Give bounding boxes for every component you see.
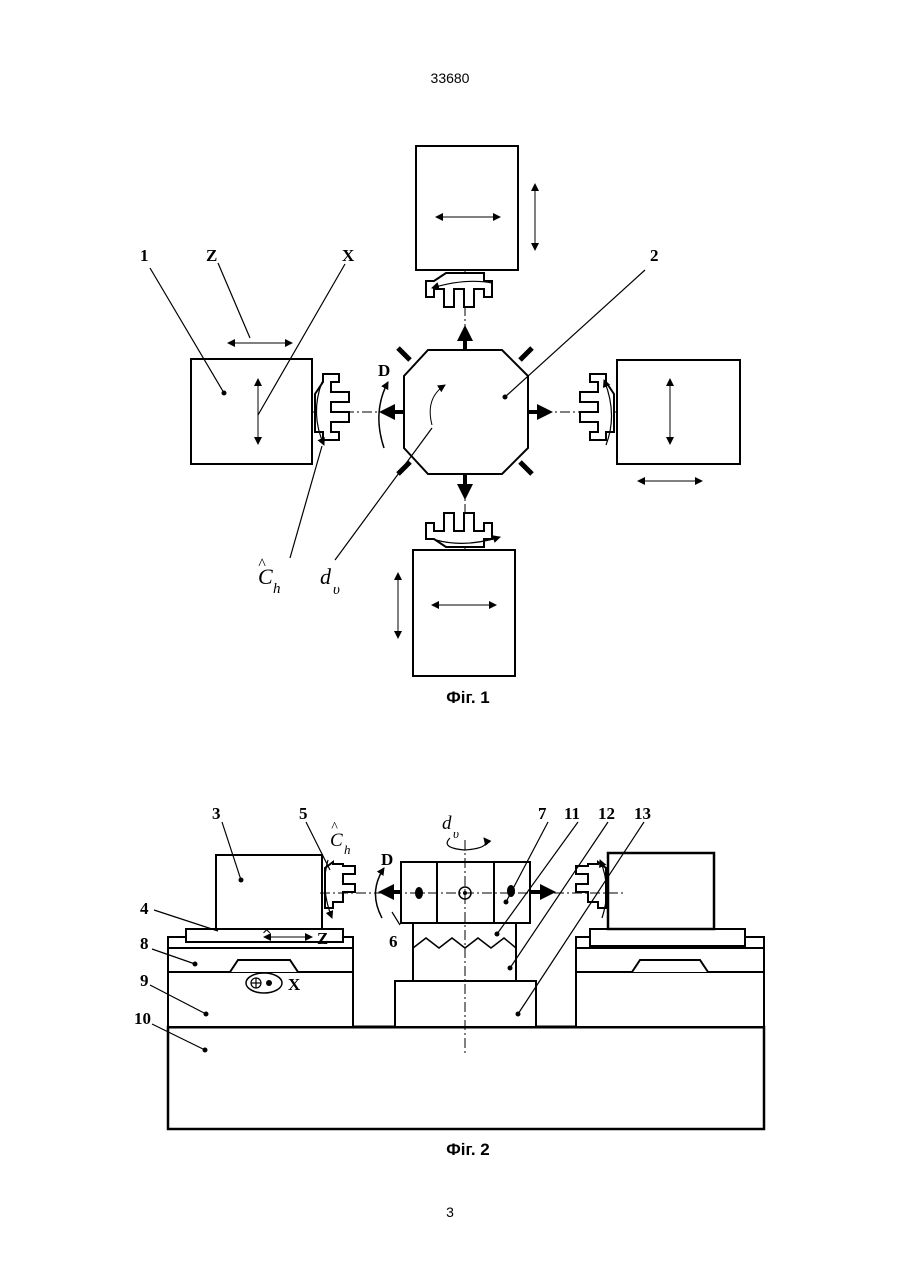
label-d-v: d υ xyxy=(320,564,340,598)
svg-text:υ: υ xyxy=(333,582,340,598)
svg-text:υ: υ xyxy=(453,826,459,841)
fig2-label-10: 10 xyxy=(134,1009,151,1028)
turret-mark-left xyxy=(415,887,423,899)
label-c-h: C ^ h xyxy=(258,556,281,597)
fig2-label-13: 13 xyxy=(634,804,651,823)
figure-2-caption: Фіг. 2 xyxy=(0,1140,900,1160)
figure-1-diagram: D 1 Z xyxy=(0,0,900,720)
fig2-label-3: 3 xyxy=(212,804,221,823)
right-headstock xyxy=(580,360,740,481)
svg-text:d: d xyxy=(442,813,452,834)
fig2-label-c-h: C ^ h xyxy=(330,820,351,857)
label-X: X xyxy=(342,246,355,265)
machine-bed xyxy=(168,1027,764,1129)
svg-text:d: d xyxy=(320,564,332,589)
figure-1-caption: Фіг. 1 xyxy=(0,688,900,708)
svg-text:C: C xyxy=(330,830,343,851)
fig2-rotation-dv-arrow xyxy=(447,838,486,850)
rotation-d-arrow xyxy=(379,382,388,448)
svg-text:h: h xyxy=(344,842,351,857)
fig2-label-5: 5 xyxy=(299,804,308,823)
right-headstock-side xyxy=(576,853,714,929)
turret-mark-right xyxy=(507,885,515,897)
fig2-label-11: 11 xyxy=(564,804,580,823)
fig2-label-6: 6 xyxy=(389,932,398,951)
turret-center-mark xyxy=(459,887,471,899)
left-carriage xyxy=(168,929,353,1027)
fig2-leader-lines xyxy=(150,822,644,1050)
octagonal-turret xyxy=(398,348,532,474)
fig2-label-12: 12 xyxy=(598,804,615,823)
bottom-headstock xyxy=(398,513,515,676)
fig2-label-Z: Z xyxy=(317,929,328,948)
top-headstock xyxy=(416,146,535,307)
fig2-label-7: 7 xyxy=(538,804,547,823)
fig2-label-9: 9 xyxy=(140,971,149,990)
center-column xyxy=(395,862,536,1027)
fig2-label-d-v: d υ xyxy=(442,813,459,841)
label-1: 1 xyxy=(140,246,149,265)
label-2: 2 xyxy=(650,246,659,265)
fig2-label-4: 4 xyxy=(140,899,149,918)
fig2-label-D: D xyxy=(381,850,393,869)
fig2-rotation-d-arrow xyxy=(375,868,384,918)
left-headstock-side xyxy=(216,855,355,929)
right-carriage xyxy=(576,929,764,1027)
fig2-label-X: X xyxy=(288,975,301,994)
fig2-axis-lines xyxy=(320,840,625,1055)
label-Z: Z xyxy=(206,246,217,265)
svg-text:^: ^ xyxy=(331,820,338,835)
label-D: D xyxy=(378,361,390,380)
svg-text:h: h xyxy=(273,581,281,597)
page-number: 3 xyxy=(0,1204,900,1220)
left-headstock xyxy=(191,359,349,464)
fig2-label-8: 8 xyxy=(140,934,149,953)
cross-mark: × xyxy=(262,922,271,939)
